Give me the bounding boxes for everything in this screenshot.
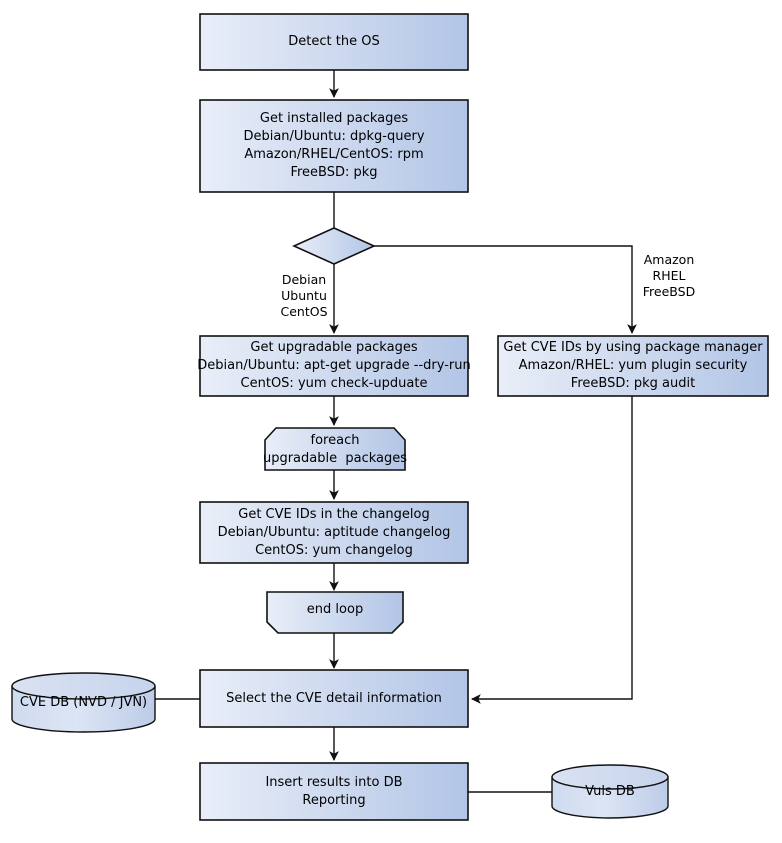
node-get-cve-ids-package-manager[interactable] xyxy=(497,335,769,397)
node-loop-end[interactable] xyxy=(266,591,404,634)
node-vuls-db[interactable] xyxy=(551,764,669,819)
node-os-decision[interactable] xyxy=(292,227,376,265)
node-get-cve-ids-changelog[interactable] xyxy=(199,501,469,564)
edge-decision-right-branch xyxy=(374,245,637,334)
node-get-upgradable-packages[interactable] xyxy=(199,335,469,397)
edge-label-amazon-rhel-freebsd: Amazon RHEL FreeBSD xyxy=(642,252,696,299)
node-insert-results[interactable] xyxy=(199,762,469,821)
node-get-installed-packages[interactable] xyxy=(199,99,469,193)
node-cve-db[interactable] xyxy=(11,672,156,733)
node-loop-start[interactable] xyxy=(264,427,406,471)
node-detect-os[interactable] xyxy=(199,13,469,71)
edge-packagemanager-to-select xyxy=(471,396,633,704)
edge-label-debian-ubuntu-centos: Debian Ubuntu CentOS xyxy=(280,272,328,319)
node-select-cve-detail[interactable] xyxy=(199,669,469,728)
